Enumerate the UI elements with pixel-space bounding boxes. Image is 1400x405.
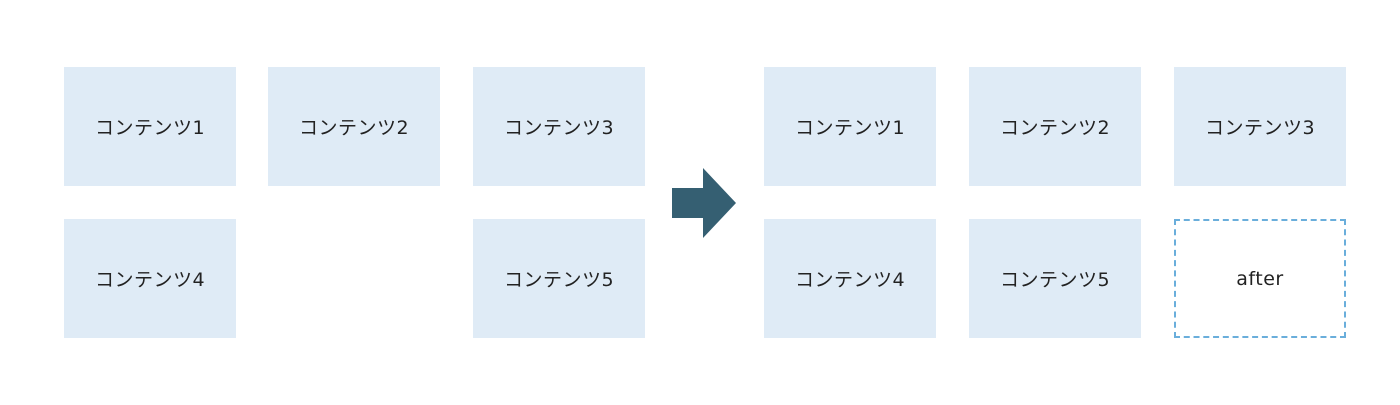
after-box-1: コンテンツ1	[764, 67, 936, 186]
after-box-4: コンテンツ4	[764, 219, 936, 338]
after-pseudo-element-box: after	[1174, 219, 1346, 338]
before-box-2: コンテンツ2	[268, 67, 440, 186]
after-box-5: コンテンツ5	[969, 219, 1141, 338]
before-box-3: コンテンツ3	[473, 67, 645, 186]
before-box-1: コンテンツ1	[64, 67, 236, 186]
after-box-2: コンテンツ2	[969, 67, 1141, 186]
before-box-5: コンテンツ5	[473, 219, 645, 338]
arrow-shape	[672, 168, 736, 238]
before-box-4: コンテンツ4	[64, 219, 236, 338]
after-box-3: コンテンツ3	[1174, 67, 1346, 186]
right-arrow-icon	[672, 168, 736, 238]
